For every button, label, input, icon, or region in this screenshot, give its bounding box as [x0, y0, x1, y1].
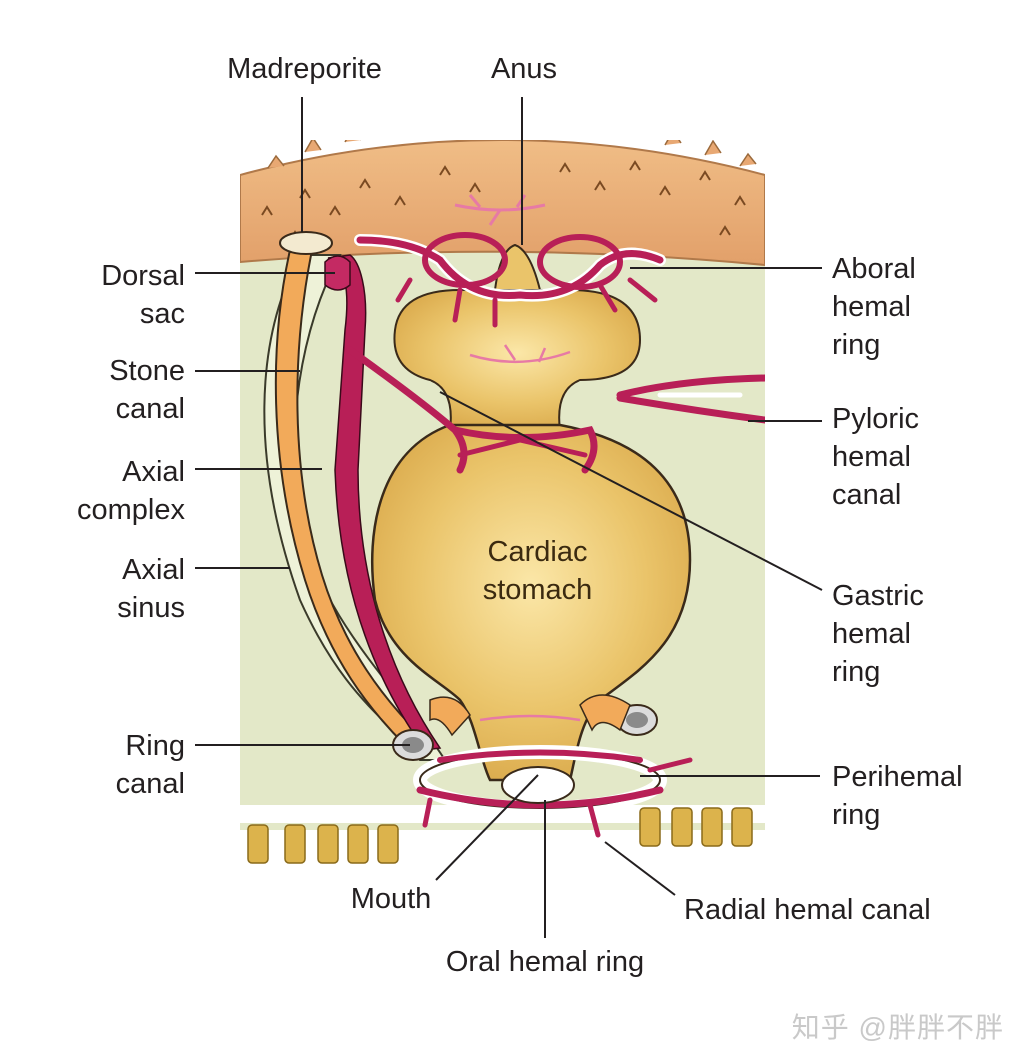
oral-hemal-ring-vessels — [413, 745, 693, 838]
watermark: 知乎 @胖胖不胖 — [791, 1012, 1004, 1043]
mouth-opening — [501, 766, 575, 804]
body-wall-ossicles — [261, 160, 746, 241]
label-cardiac-stomach: Cardiac stomach — [482, 536, 593, 606]
aboral-hemal-ring-vessels — [354, 232, 666, 328]
label-gastric-hemal-ring: Gastric hemal ring — [832, 580, 924, 688]
label-ring-canal: Ring canal — [115, 730, 185, 800]
label-perihemal-ring: Perihemal ring — [832, 761, 963, 831]
aboral-body-wall — [240, 140, 765, 267]
body-wall-spines — [267, 140, 757, 169]
gastric-hemal-ring-vessels — [346, 346, 598, 474]
label-axial-complex: Axial complex — [77, 456, 185, 526]
aboral-wall-vessels — [454, 194, 546, 226]
leader-gastric-hemal-ring — [439, 391, 823, 591]
leader-radial-hemal-canal — [604, 841, 676, 896]
pyloric-vessel-lines — [469, 344, 571, 364]
label-dorsal-sac: Dorsal sac — [101, 260, 185, 330]
label-stone-canal: Stone canal — [109, 355, 185, 425]
pyloric-hemal-canal-vessel — [616, 374, 765, 424]
label-anus: Anus — [490, 53, 558, 85]
label-mouth: Mouth — [350, 883, 432, 915]
tube-feet — [247, 807, 753, 864]
ring-canal-sections — [392, 694, 658, 761]
axial-complex — [327, 254, 442, 751]
label-radial-hemal-canal: Radial hemal canal — [684, 894, 931, 926]
label-madreporite: Madreporite — [227, 53, 382, 85]
oral-body-wall — [240, 805, 765, 823]
label-pyloric-hemal-canal: Pyloric hemal canal — [832, 403, 920, 511]
label-axial-sinus: Axial sinus — [117, 554, 185, 624]
label-aboral-hemal-ring: Aboral hemal ring — [832, 253, 916, 361]
leader-mouth — [435, 774, 539, 881]
label-oral-hemal-ring: Oral hemal ring — [445, 946, 645, 978]
oral-vessel-lines — [479, 714, 581, 722]
dorsal-sac — [324, 255, 351, 291]
leader-lines — [195, 97, 823, 938]
madreporite-plate — [279, 231, 333, 255]
